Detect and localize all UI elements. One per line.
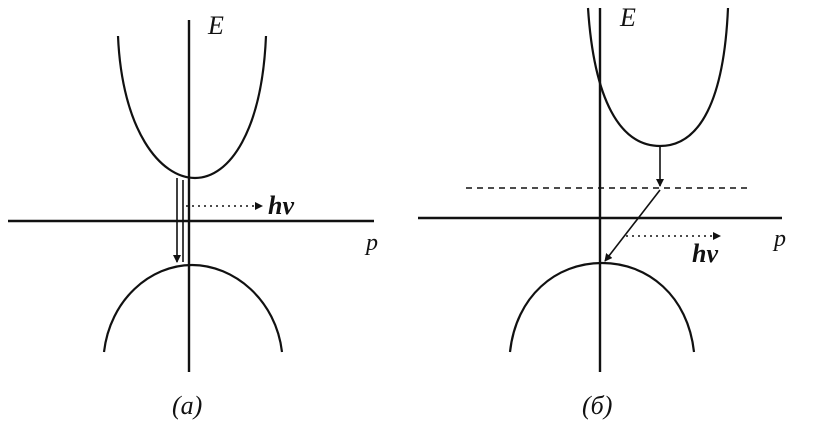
- panel-a-energy-label: E: [207, 11, 224, 40]
- panel-b-photon-label: hν: [692, 239, 718, 268]
- panel-b-momentum-label: p: [772, 226, 786, 252]
- panel-a-valence-band: [102, 263, 284, 353]
- panel-b-conduction-band: [586, 7, 730, 148]
- panel-a-caption: (а): [172, 391, 202, 420]
- panel-b-valence-band: [508, 261, 696, 353]
- panel-b-caption: (б): [582, 391, 612, 420]
- panel-a-direct-transition: E p hν (а): [8, 11, 378, 420]
- panel-a-photon-label: hν: [268, 191, 294, 220]
- panel-b-indirect-transition: E p hν (б): [418, 3, 786, 420]
- panel-a-conduction-band: [116, 35, 268, 180]
- panel-a-momentum-label: p: [364, 230, 378, 256]
- panel-b-energy-label: E: [619, 3, 636, 32]
- panel-b-diagonal-transition: [604, 189, 661, 262]
